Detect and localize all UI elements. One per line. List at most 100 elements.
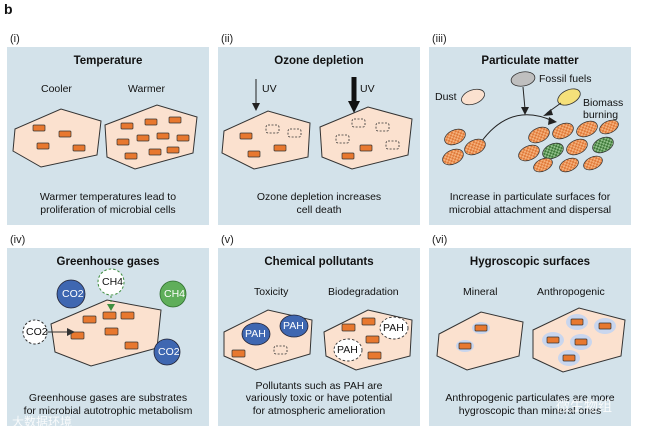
caption-line: proliferation of microbial cells [40, 203, 176, 216]
particle [566, 138, 588, 156]
panel-title: Greenhouse gases [56, 256, 160, 268]
microbial-cell [359, 144, 373, 152]
microbial-cell [176, 134, 190, 142]
pah-molecule [279, 314, 309, 338]
microbial-cell [36, 142, 50, 150]
cool-particle [12, 108, 102, 168]
arrow-head [67, 328, 75, 336]
toxicity-label: Toxicity [254, 286, 289, 298]
particle [528, 126, 550, 144]
particle [592, 136, 614, 154]
panel-caption: Anthropogenic particulates are more hygr… [433, 392, 627, 417]
greenhouse-illustration [22, 268, 187, 367]
panel-numeral: (i) [10, 33, 20, 45]
panel-caption: Increase in particulate surfaces for mic… [433, 191, 627, 216]
pah-label: PAH [245, 328, 266, 340]
pollutants-illustration [223, 309, 413, 371]
dispersal-arrow [478, 114, 554, 146]
warmer-label: Warmer [128, 83, 165, 95]
panel-numeral: (v) [221, 234, 234, 246]
microbial-cell [116, 138, 130, 146]
particle [444, 128, 466, 146]
microbial-cell [562, 354, 576, 362]
panel-ozone-depletion: Ozone depletion UV UV Ozone depletion in… [218, 47, 420, 225]
cooler-label: Cooler [41, 83, 72, 95]
pah-label: PAH [283, 320, 304, 332]
co2-bubble [56, 279, 86, 309]
pah-label: PAH [383, 322, 404, 334]
particle [559, 157, 579, 173]
caption-line: cell death [296, 203, 342, 216]
biodegradation-label: Biodegradation [328, 286, 399, 298]
uv-arrow-head [252, 103, 260, 111]
uv-label: UV [360, 83, 375, 95]
arrow-head [543, 109, 553, 116]
panel-caption: Warmer temperatures lead to proliferatio… [11, 191, 205, 216]
microbial-cell [136, 134, 150, 142]
microbial-cell [70, 331, 85, 340]
pah-molecule [241, 322, 271, 346]
particle [319, 106, 413, 170]
panel-title: Chemical pollutants [264, 256, 374, 268]
caption-line: Increase in particulate surfaces for [449, 191, 611, 203]
dead-cell [385, 140, 400, 150]
uv-label: UV [262, 83, 277, 95]
panel-title: Temperature [73, 55, 143, 67]
panel-particulate-matter: Particulate matter Dust Fossil fuels Bio… [429, 47, 631, 225]
dead-cell [265, 124, 280, 134]
caption-line: Ozone depletion increases [256, 191, 382, 203]
microbial-cell [144, 118, 158, 126]
panel-caption: Pollutants such as PAH are variously tox… [222, 380, 416, 418]
dead-cell [273, 345, 288, 355]
particle [552, 122, 574, 140]
hygroscopic-illustration [436, 307, 626, 373]
pah-label: PAH [337, 344, 358, 356]
temperature-illustration [12, 104, 198, 170]
microbial-cell [120, 311, 135, 320]
pah-degraded [333, 338, 363, 362]
ch4-bubble [159, 280, 187, 308]
caption-line: Pollutants such as PAH are [255, 379, 383, 392]
panel-numeral: (iii) [432, 33, 447, 45]
arrow-head [107, 304, 115, 311]
particle [533, 157, 553, 173]
caption-line: variously toxic or have potential [245, 392, 393, 404]
ch4-label: CH4 [102, 276, 124, 288]
microbial-cell [598, 322, 612, 330]
caption-line: microbial attachment and dispersal [448, 203, 612, 216]
particle [542, 142, 564, 160]
microbial-cell [574, 338, 588, 346]
microbial-cell [124, 341, 139, 350]
microbial-cell [361, 317, 376, 326]
watermark-text: 大数据环境 [12, 415, 73, 429]
panel-caption: Greenhouse gases are substrates for micr… [11, 392, 205, 417]
microbial-cell [156, 132, 170, 140]
particle [518, 144, 540, 162]
biomass-label: Biomass [583, 97, 624, 109]
microbial-cell [231, 349, 246, 358]
uv-strong-arrow-head [348, 101, 360, 113]
particle [442, 148, 464, 166]
microbial-cell [458, 342, 472, 350]
panel-temperature: Temperature Cooler Warmer Warmer tempera… [7, 47, 209, 225]
microbial-cell [367, 351, 382, 360]
microbial-cell [124, 152, 138, 160]
microbial-cell [58, 130, 72, 138]
microbial-cell [104, 327, 119, 336]
fossil-fuel-particle [510, 71, 536, 87]
microbial-cell [239, 132, 253, 140]
microbial-cell [273, 144, 287, 152]
fossil-fuels-label: Fossil fuels [539, 73, 592, 85]
caption-line: hygroscopic than mineral ones [458, 404, 602, 417]
dead-cell [335, 134, 350, 144]
particle [221, 110, 311, 170]
microbial-cell [247, 150, 261, 158]
panel-title: Hygroscopic surfaces [469, 256, 591, 268]
panel-caption: Ozone depletion increases cell death [222, 191, 416, 216]
figure-label: b [4, 1, 13, 17]
caption-line: Anthropogenic particulates are more [445, 392, 615, 404]
microbial-cell [570, 318, 584, 326]
dead-cell [287, 128, 302, 138]
microbial-cell [102, 311, 117, 320]
caption-line: for atmospheric amelioration [252, 404, 386, 417]
